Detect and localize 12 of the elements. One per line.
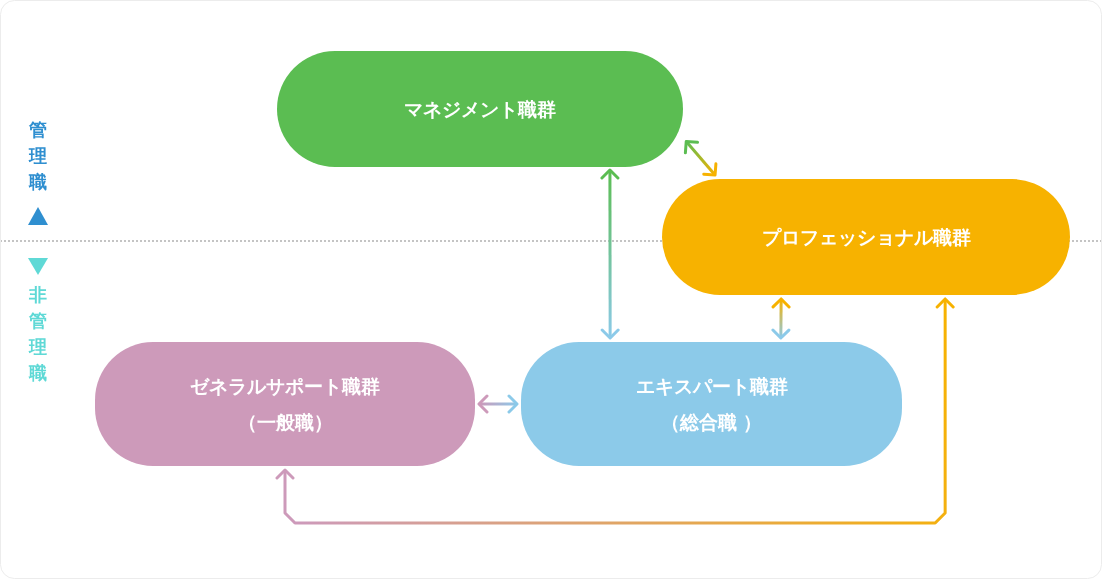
arrow bbox=[477, 394, 519, 414]
arrow bbox=[771, 297, 791, 340]
arrow bbox=[600, 168, 620, 340]
node-label: プロフェッショナル職群 bbox=[761, 224, 971, 250]
node-label: エキスパート職群 bbox=[635, 373, 788, 399]
level-label: 非管理職 bbox=[27, 283, 48, 385]
node-label: （総合職 ） bbox=[660, 410, 763, 435]
arrow bbox=[275, 297, 955, 525]
node-label: マネジメント職群 bbox=[404, 96, 556, 122]
node-label: ゼネラルサポート職群 bbox=[190, 373, 380, 399]
node-label: （一般職） bbox=[237, 410, 333, 435]
level-label: 管理職 bbox=[27, 118, 48, 194]
